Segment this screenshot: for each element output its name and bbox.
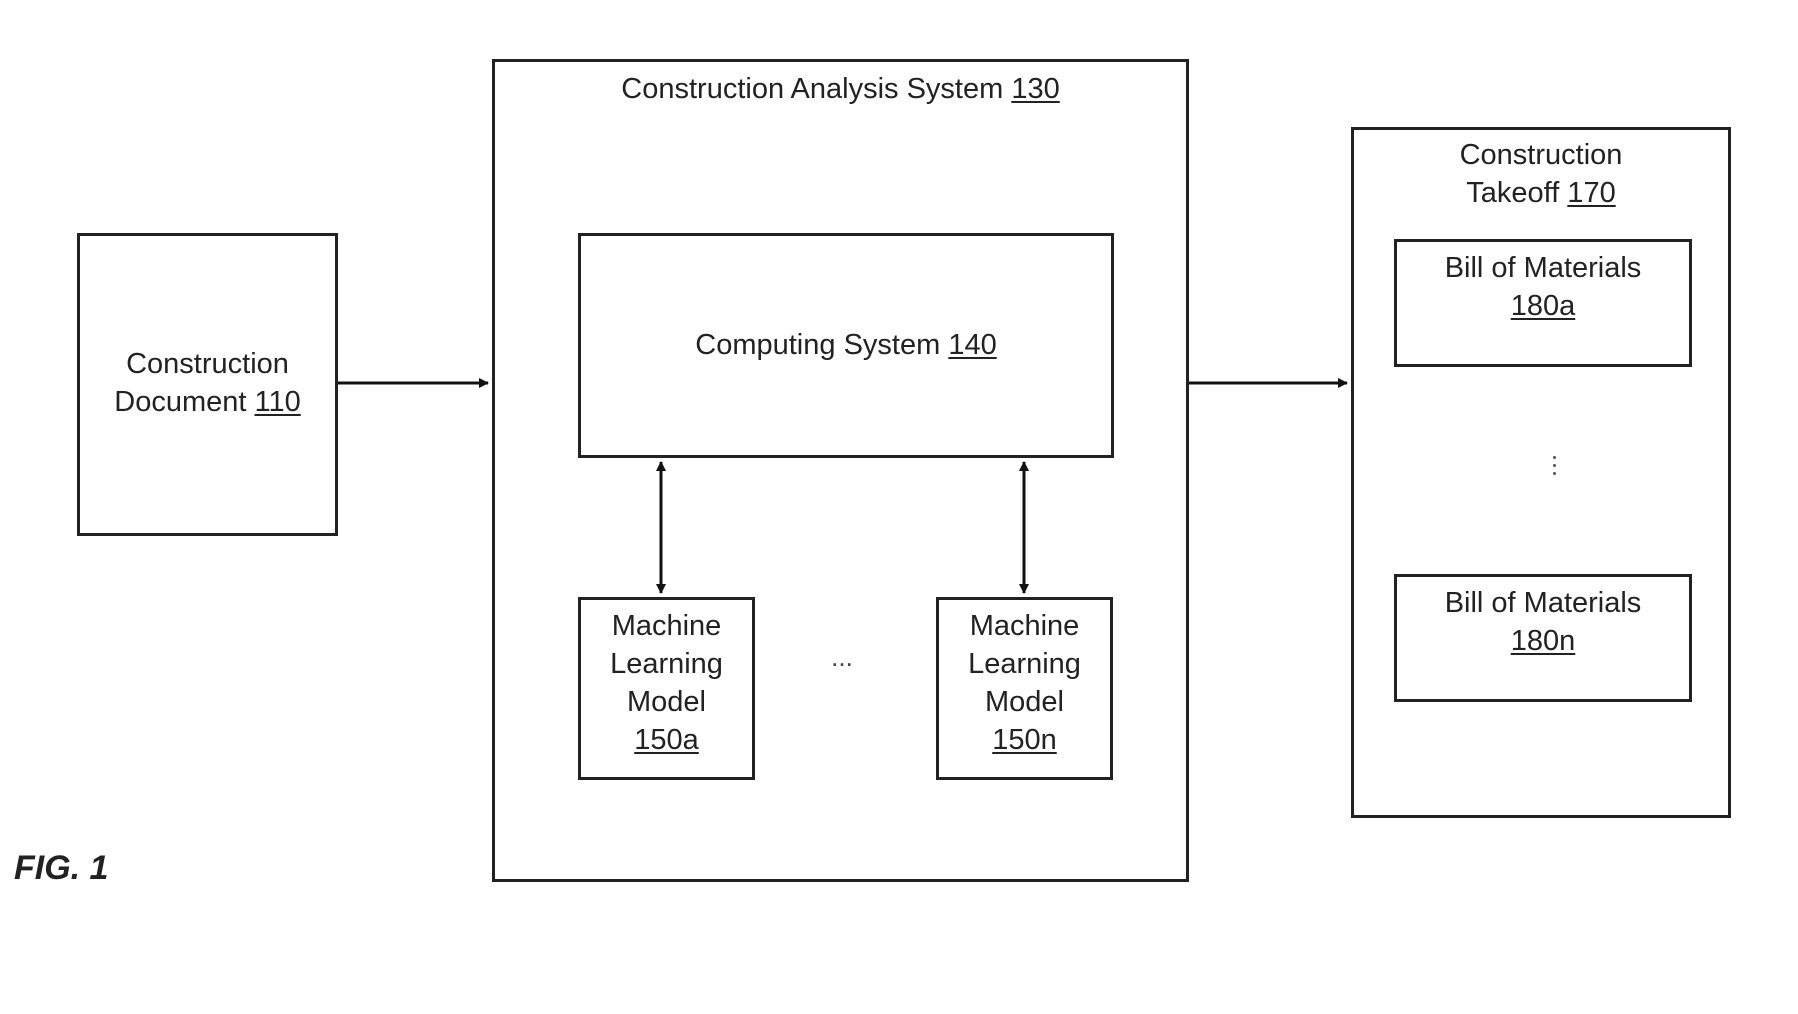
figure-label: FIG. 1: [14, 849, 108, 888]
